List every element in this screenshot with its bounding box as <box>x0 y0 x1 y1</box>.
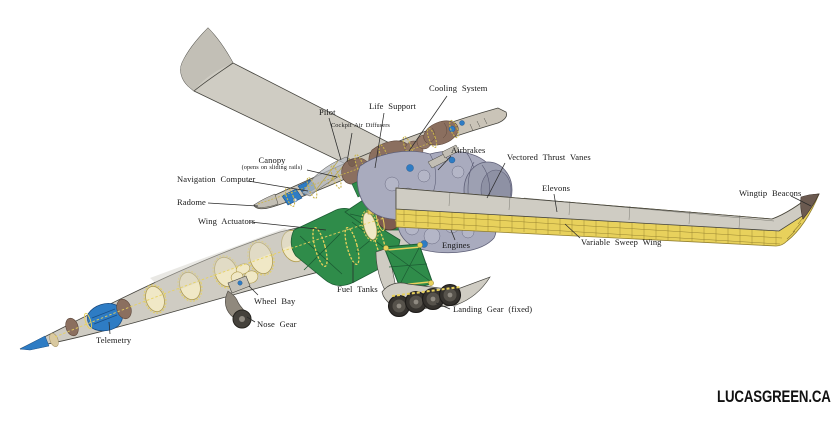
nose-gear <box>224 275 252 329</box>
leader-line-engines <box>450 229 456 241</box>
leader-line-telemetry <box>108 321 111 335</box>
leader-line-variable-sweep-wing <box>564 223 581 239</box>
leader-line-elevons <box>553 193 558 213</box>
leader-line-cooling-system <box>408 95 448 152</box>
leader-line-nose-gear <box>246 316 256 323</box>
ventral-fin-landing-gear <box>375 242 491 318</box>
leader-line-navigation-computer <box>247 180 309 192</box>
leader-line-wingtip-beacons <box>790 195 812 207</box>
leader-line-vectored-thrust-vanes <box>486 162 506 199</box>
right-wing <box>395 187 820 247</box>
watermark: LUCASGREEN.CA <box>717 387 831 406</box>
leader-line-airbrakes <box>437 155 452 171</box>
leader-line-wing-actuators <box>249 221 327 231</box>
leader-line-landing-gear <box>435 302 451 310</box>
leader-line-cockpit-air-diffusers <box>346 132 353 163</box>
leader-line-canopy <box>306 169 338 178</box>
leader-line-pilot <box>328 117 342 161</box>
leader-line-life-support <box>374 112 385 169</box>
leader-line-wheel-bay <box>248 285 259 296</box>
leader-line-radome <box>207 202 259 207</box>
